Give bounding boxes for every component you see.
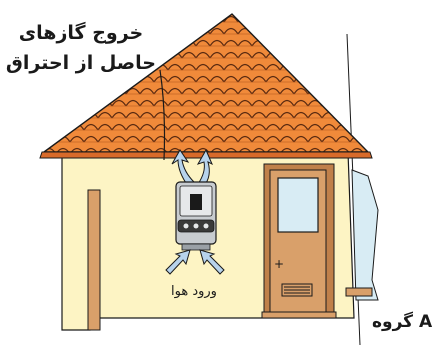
group-label: A گروه [372, 312, 432, 332]
exhaust-label-line2: حاصل از احتراق [6, 52, 156, 74]
door-step [262, 312, 336, 318]
group-label-word: گروه [372, 312, 413, 332]
exhaust-label-line1: خروج گازهای [6, 22, 156, 44]
door-vent [282, 284, 312, 296]
gas-water-heater-icon [176, 182, 216, 250]
door-window [278, 178, 318, 232]
group-label-letter: A [419, 312, 432, 332]
left-wall-post [88, 190, 100, 330]
side-panel [352, 170, 378, 300]
air-inlet-label: ورود هوا [154, 284, 234, 299]
side-sill [346, 288, 372, 296]
door-knob-icon: + [274, 257, 284, 271]
